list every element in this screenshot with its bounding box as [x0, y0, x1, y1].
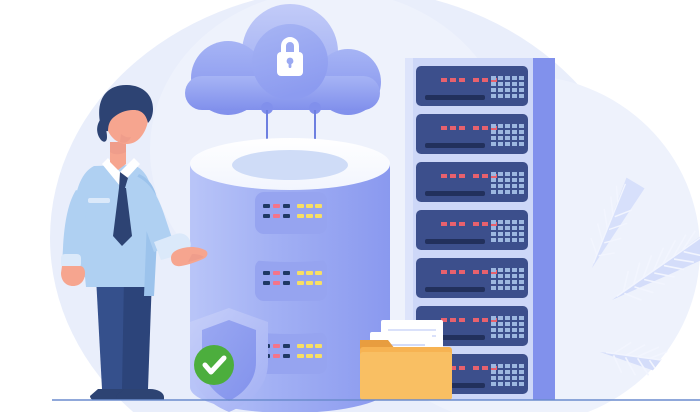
- panel-background: [255, 192, 327, 234]
- arm-left: [62, 190, 92, 266]
- server-unit: [416, 210, 528, 250]
- server-unit-grid: [491, 172, 524, 194]
- server-unit: [416, 66, 528, 106]
- server-unit: [416, 306, 528, 346]
- leg-left: [96, 277, 128, 389]
- disc-2-panel: [255, 259, 327, 301]
- sideburn: [97, 120, 107, 142]
- server-unit-grid: [491, 268, 524, 290]
- shirt-collar: [102, 158, 140, 186]
- folder-group: [360, 320, 452, 400]
- hand-left: [61, 266, 85, 286]
- neck-shadow: [110, 142, 126, 155]
- server-unit: [416, 258, 528, 298]
- leaf-icon-upper: [612, 230, 700, 301]
- shoe-right: [116, 389, 164, 400]
- shield-badge: [190, 308, 268, 412]
- jaw-shadow: [120, 134, 131, 143]
- disc-1-panel: [255, 192, 327, 234]
- tie-body: [113, 188, 132, 246]
- hand-right-shadow: [188, 254, 204, 262]
- folder-tab: [360, 340, 395, 349]
- panel-dots-right: [297, 344, 322, 358]
- disc-1-inner-well: [232, 150, 348, 180]
- server-unit-bar: [425, 191, 485, 196]
- leaf-icon-left: [590, 177, 645, 268]
- folder-front: [360, 352, 452, 400]
- check-circle-icon: [194, 345, 234, 385]
- server-unit-grid: [491, 124, 524, 146]
- shirt-pocket: [88, 198, 110, 203]
- check-circle-background: [194, 345, 234, 385]
- rack-side-panel: [533, 58, 555, 400]
- database-disc-1: [190, 138, 390, 262]
- hand-right: [171, 246, 208, 267]
- panel-dots-right: [297, 271, 322, 285]
- panel-dots-left: [263, 204, 290, 218]
- hair: [99, 85, 153, 132]
- panel-dots-left: [263, 271, 290, 285]
- server-unit-bar: [425, 287, 485, 292]
- server-unit-grid: [491, 76, 524, 98]
- tie-knot: [119, 172, 128, 188]
- arm-right: [126, 176, 174, 252]
- server-unit-bar: [425, 95, 485, 100]
- check-mark: [202, 355, 227, 375]
- leg-right: [122, 277, 152, 389]
- server-unit-bar: [425, 143, 485, 148]
- cuff-left: [61, 254, 81, 268]
- server-unit: [416, 162, 528, 202]
- panel-background: [255, 259, 327, 301]
- person-figure: [61, 85, 208, 400]
- server-unit-grid: [491, 316, 524, 338]
- server-rack: [405, 58, 555, 400]
- cloud-group: [185, 4, 381, 180]
- lock-icon: [277, 37, 303, 76]
- server-unit-grid: [491, 364, 524, 386]
- panel-dots-right: [297, 204, 322, 218]
- connector-node-left: [261, 102, 273, 114]
- server-unit-bar: [425, 239, 485, 244]
- rack-frame-left: [405, 58, 413, 400]
- server-unit-grid: [491, 220, 524, 242]
- panel-background: [255, 332, 327, 374]
- connector-node-right: [309, 102, 321, 114]
- server-unit: [416, 114, 528, 154]
